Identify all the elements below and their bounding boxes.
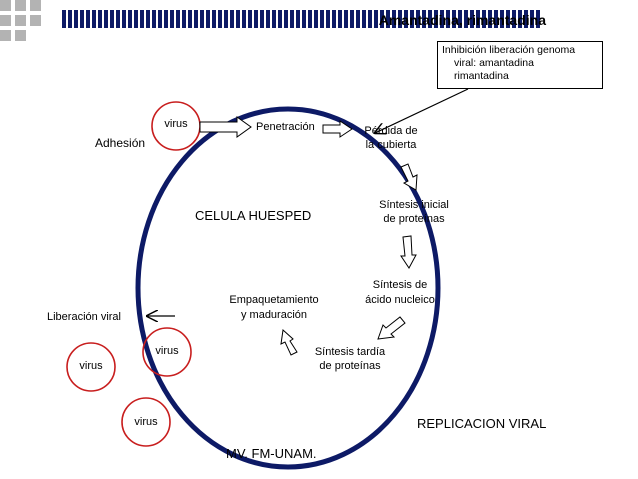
virus-circle-release-1 [142,327,192,377]
header-square [15,30,26,41]
host-cell-label: CELULA HUESPED [195,208,312,223]
header-bar [62,10,542,28]
header-square [15,15,26,26]
header-square [0,0,11,11]
label-sintesis-acido-2: ácido nucleico [365,294,435,306]
virus-label: virus [155,345,179,357]
header-square [30,15,41,26]
label-sintesis-tardia-2: de proteínas [319,360,381,372]
inhibition-callout: Inhibición liberación genoma viral: aman… [437,41,603,89]
virus-circle-release-3 [121,397,171,447]
institution-label: MV. FM-UNAM. [226,446,317,461]
header-square [0,30,11,41]
virus-label: virus [79,360,103,372]
label-perdida-2: la cubierta [365,139,417,151]
arrow-adhesion-penetracion [199,116,252,138]
label-perdida-1: Pérdida de [364,125,418,137]
arrow-callout-pointer [375,88,469,133]
arrow-perdida-sintesis-inicial [400,163,418,191]
label-empaquetamiento-1: Empaquetamiento [229,294,319,306]
virus-circle-release-2 [66,342,116,392]
arrow-inicial-acido [400,235,417,269]
callout-line-2: viral: amantadina [454,57,534,69]
label-sintesis-inicial-2: de proteínas [383,213,445,225]
label-sintesis-tardia-1: Síntesis tardía [314,346,386,358]
replicacion-viral-label: REPLICACION VIRAL [417,416,547,431]
label-liberacion: Liberación viral [47,311,121,323]
virus-label: virus [164,118,188,130]
header-squares [0,0,41,41]
label-sintesis-inicial-1: Síntesis inicial [379,199,449,211]
arrow-acido-tardia [377,316,406,340]
host-cell-circle [135,106,441,470]
arrow-penetracion-perdida [322,120,353,138]
callout-line-3: rimantadina [454,70,509,82]
label-penetracion: Penetración [256,121,315,133]
header-square [30,0,41,11]
header-square [0,15,11,26]
label-adhesion: Adhesión [95,136,146,150]
label-sintesis-acido-1: Síntesis de [372,279,428,291]
label-empaquetamiento-2: y maduración [240,309,308,321]
virus-label: virus [134,416,158,428]
arrow-tardia-empaquetamiento [280,329,298,356]
callout-line-1: Inhibición liberación genoma [442,44,576,56]
header-title: Amantadina, rimantadina [378,12,546,28]
header-square [15,0,26,11]
